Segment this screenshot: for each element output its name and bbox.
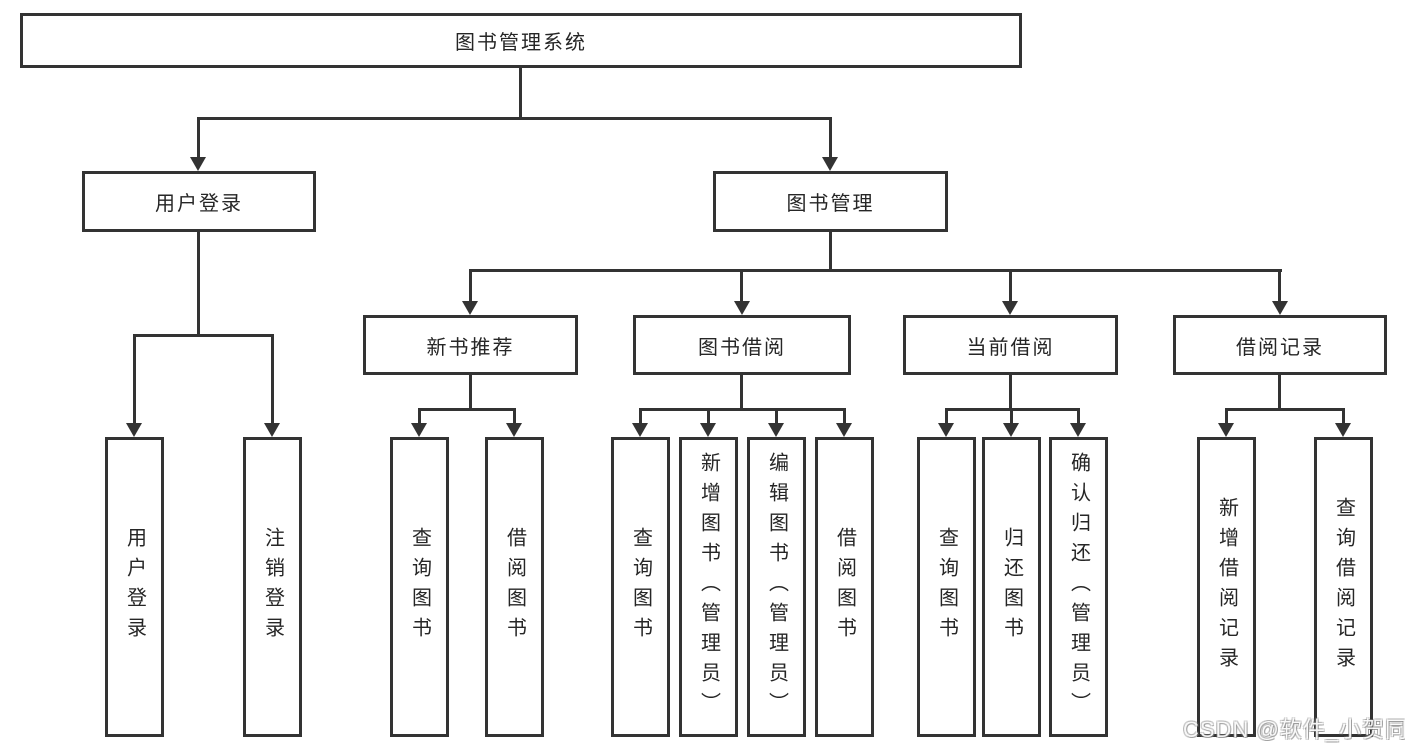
node-label: 新增图书（管理员）: [697, 452, 720, 722]
connector-line-horizontal: [418, 408, 516, 411]
connector-line-vertical: [1009, 269, 1012, 302]
connector-line-vertical: [775, 408, 778, 424]
leaf-query-books-recommend: 查询图书: [390, 437, 449, 737]
arrowhead-down: [506, 423, 522, 437]
arrowhead-down: [734, 301, 750, 315]
leaf-user-login: 用户登录: [105, 437, 164, 737]
node-label: 查询图书: [935, 527, 958, 647]
arrowhead-down: [264, 423, 280, 437]
connector-line-vertical: [469, 375, 472, 411]
arrowhead-down: [938, 423, 954, 437]
connector-line-vertical: [271, 334, 274, 424]
node-label: 当前借阅: [966, 336, 1055, 359]
arrowhead-down: [126, 423, 142, 437]
leaf-return-books: 归还图书: [982, 437, 1041, 737]
arrowhead-down: [1272, 301, 1288, 315]
leaf-add-book-admin: 新增图书（管理员）: [679, 437, 738, 737]
connector-line-vertical: [740, 375, 743, 411]
node-user-login: 用户登录: [82, 171, 316, 232]
node-label: 图书管理系统: [455, 32, 587, 54]
arrowhead-down: [1335, 423, 1351, 437]
node-book-management: 图书管理: [713, 171, 948, 232]
node-label: 图书借阅: [698, 336, 786, 359]
connector-line-vertical: [513, 408, 516, 424]
arrowhead-down: [768, 423, 784, 437]
connector-line-vertical: [1278, 269, 1281, 302]
connector-line-vertical: [843, 408, 846, 424]
connector-line-vertical: [418, 408, 421, 424]
connector-line-vertical: [1278, 375, 1281, 411]
arrowhead-down: [411, 423, 427, 437]
node-borrow-records: 借阅记录: [1173, 315, 1387, 375]
node-label: 借阅图书: [503, 527, 526, 647]
arrowhead-down: [1003, 423, 1019, 437]
leaf-query-borrow-record: 查询借阅记录: [1314, 437, 1373, 737]
node-label: 归还图书: [1000, 527, 1023, 647]
node-label: 新书推荐: [426, 336, 515, 359]
arrowhead-down: [190, 157, 206, 171]
connector-line-vertical: [519, 68, 522, 118]
connector-line-horizontal: [133, 334, 274, 337]
leaf-edit-book-admin: 编辑图书（管理员）: [747, 437, 806, 737]
connector-line-vertical: [829, 117, 832, 158]
connector-line-vertical: [639, 408, 642, 424]
connector-line-horizontal: [197, 117, 832, 120]
connector-line-vertical: [1010, 408, 1013, 424]
leaf-query-books-borrow: 查询图书: [611, 437, 670, 737]
arrowhead-down: [462, 301, 478, 315]
node-label: 图书管理: [786, 193, 875, 215]
connector-line-vertical: [197, 117, 200, 158]
leaf-borrow-books: 借阅图书: [815, 437, 874, 737]
arrowhead-down: [1070, 423, 1086, 437]
connector-line-horizontal: [1225, 408, 1345, 411]
node-label: 用户登录: [155, 193, 243, 215]
connector-line-vertical: [469, 269, 472, 302]
node-label: 新增借阅记录: [1215, 497, 1238, 677]
arrowhead-down: [1002, 301, 1018, 315]
arrowhead-down: [700, 423, 716, 437]
arrowhead-down: [1218, 423, 1234, 437]
connector-line-vertical: [945, 408, 948, 424]
node-label: 注销登录: [261, 527, 284, 647]
connector-line-horizontal: [639, 408, 845, 411]
node-book-borrow: 图书借阅: [633, 315, 851, 375]
arrowhead-down: [632, 423, 648, 437]
leaf-add-borrow-record: 新增借阅记录: [1197, 437, 1256, 737]
node-label: 借阅图书: [833, 527, 856, 647]
leaf-logout: 注销登录: [243, 437, 302, 737]
connector-line-vertical: [707, 408, 710, 424]
node-label: 借阅记录: [1236, 336, 1324, 359]
leaf-query-books-current: 查询图书: [917, 437, 976, 737]
connector-line-vertical: [1077, 408, 1080, 424]
node-label: 查询借阅记录: [1332, 497, 1355, 677]
node-new-book-recommend: 新书推荐: [363, 315, 578, 375]
connector-line-vertical: [133, 334, 136, 424]
leaf-confirm-return-admin: 确认归还（管理员）: [1049, 437, 1108, 737]
arrowhead-down: [836, 423, 852, 437]
connector-line-vertical: [740, 269, 743, 302]
connector-line-vertical: [1342, 408, 1345, 424]
node-label: 用户登录: [123, 527, 146, 647]
node-label: 查询图书: [629, 527, 652, 647]
connector-line-vertical: [1225, 408, 1228, 424]
connector-line-vertical: [197, 232, 200, 337]
leaf-borrow-books-recommend: 借阅图书: [485, 437, 544, 737]
connector-line-vertical: [829, 232, 832, 272]
csdn-watermark: CSDN @软件_小贺同学: [1183, 717, 1405, 742]
connector-line-horizontal: [469, 269, 1282, 272]
node-label: 编辑图书（管理员）: [765, 452, 788, 722]
connector-line-vertical: [1009, 375, 1012, 411]
arrowhead-down: [822, 157, 838, 171]
node-label: 确认归还（管理员）: [1067, 452, 1090, 722]
node-system-root: 图书管理系统: [20, 13, 1022, 68]
node-current-borrow: 当前借阅: [903, 315, 1118, 375]
node-label: 查询图书: [408, 527, 431, 647]
